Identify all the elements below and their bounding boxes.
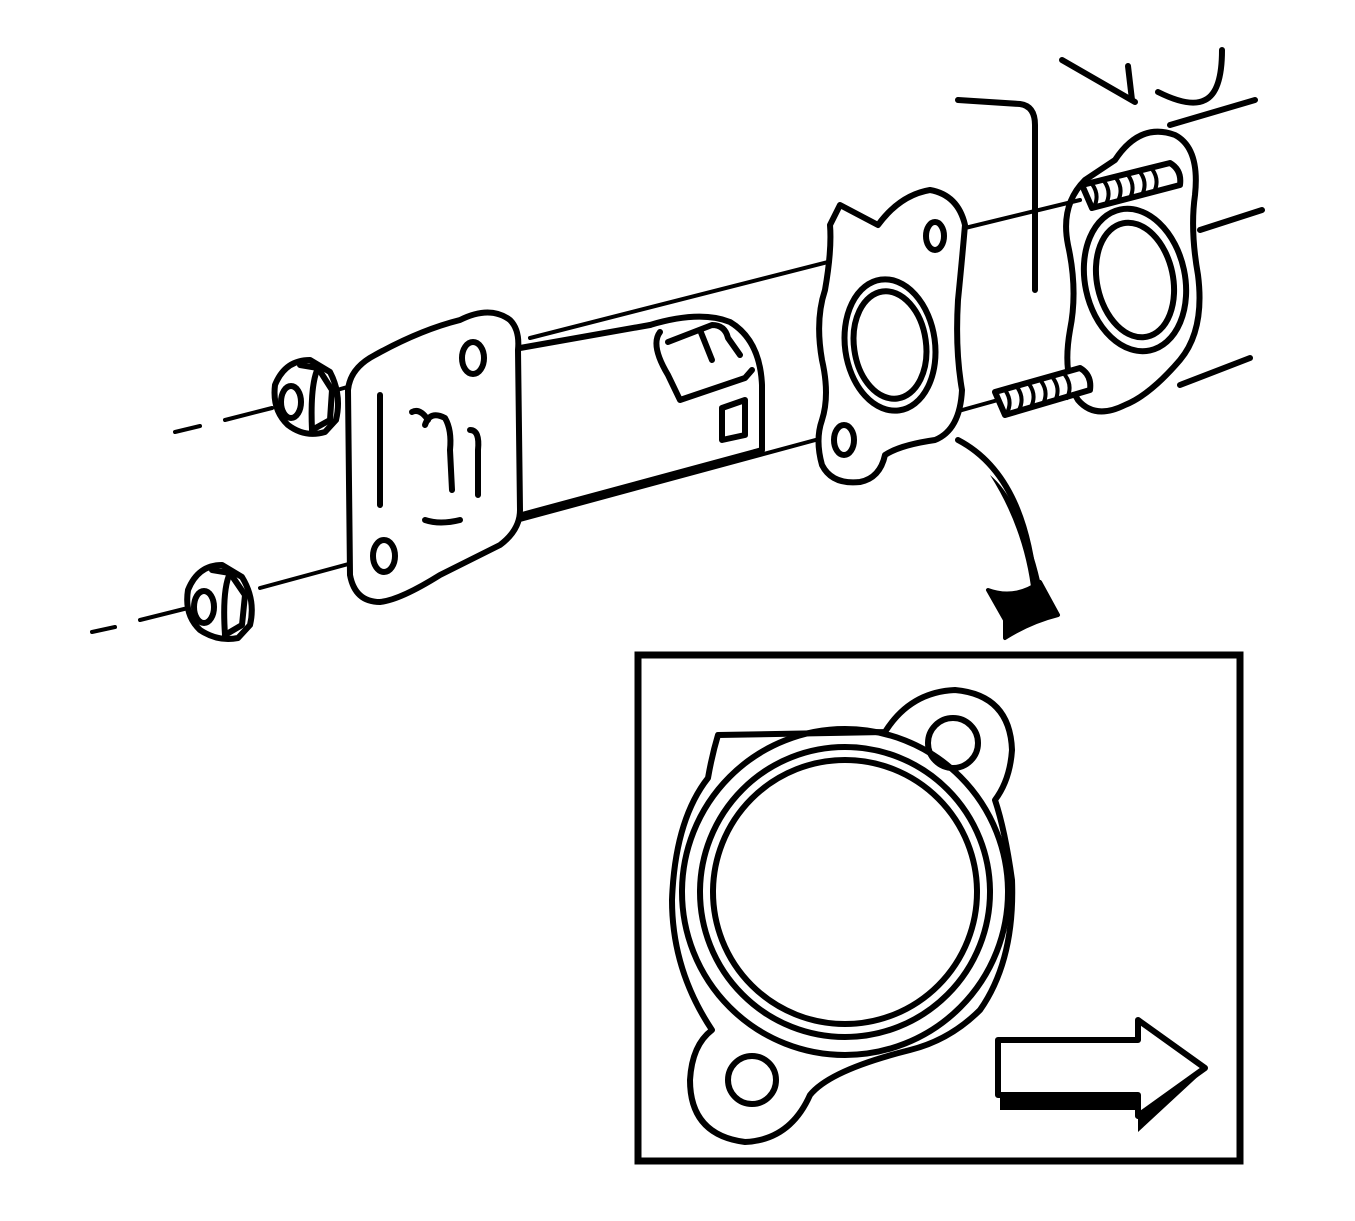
- egr-gasket: [815, 187, 968, 486]
- stud-upper: [1079, 160, 1184, 211]
- stud-lower: [992, 365, 1094, 418]
- egr-valve: [345, 309, 765, 605]
- manifold-outline: [955, 47, 1265, 388]
- curved-arrow-down-icon: [955, 437, 1060, 640]
- hex-flange-nut-icon: [184, 562, 255, 642]
- hex-flange-nut-icon: [271, 357, 341, 437]
- arrow-right-icon: [995, 1017, 1208, 1132]
